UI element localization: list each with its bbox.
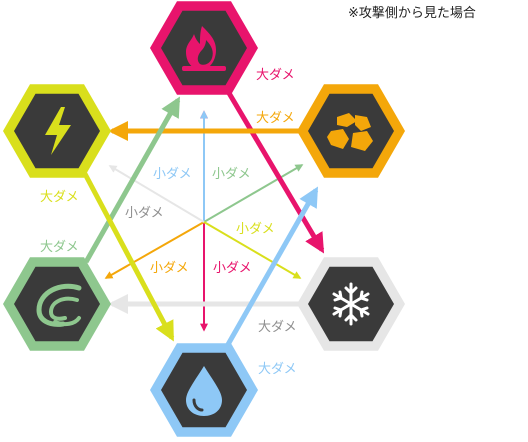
small-arrow-to-thunder	[108, 165, 205, 223]
label-small-fire: 小ダメ	[213, 261, 252, 276]
big-arrow-fire-to-ice	[223, 86, 325, 254]
note-text: ※攻撃側から見た場合	[348, 6, 476, 21]
small-arrow-to-ice	[203, 221, 302, 279]
label-small-wind: 小ダメ	[212, 167, 251, 182]
big-arrow-thunder-to-water	[81, 170, 175, 342]
label-big-water: 大ダメ	[258, 362, 297, 377]
damage-labels: 大ダメ 大ダメ 大ダメ 大ダメ 大ダメ 大ダメ 小ダメ 小ダメ 小ダメ 小ダメ …	[40, 68, 297, 377]
label-big-fire: 大ダメ	[256, 68, 295, 83]
label-big-ice: 大ダメ	[258, 320, 297, 335]
fire-icon	[182, 26, 226, 71]
label-small-thunder: 小ダメ	[236, 222, 275, 237]
big-arrow-water-to-earth	[223, 186, 319, 350]
label-small-earth: 小ダメ	[150, 261, 189, 276]
small-damage-arrows	[104, 110, 304, 332]
lightning-icon	[45, 107, 71, 155]
water-drop-icon	[186, 366, 222, 416]
small-arrow-to-earth	[203, 164, 304, 223]
label-small-ice: 小ダメ	[125, 206, 164, 221]
big-damage-arrows	[81, 86, 325, 350]
label-big-thunder: 大ダメ	[40, 190, 79, 205]
snowflake-icon	[332, 282, 370, 326]
rocks-icon	[327, 113, 373, 151]
label-small-water: 小ダメ	[153, 167, 192, 182]
label-big-earth: 大ダメ	[256, 111, 295, 126]
earth-hexagon-inner	[308, 93, 394, 169]
wind-icon	[36, 283, 82, 327]
label-big-wind: 大ダメ	[40, 240, 79, 255]
big-arrow-wind-to-fire	[83, 96, 181, 264]
small-arrow-to-wind	[104, 221, 205, 279]
